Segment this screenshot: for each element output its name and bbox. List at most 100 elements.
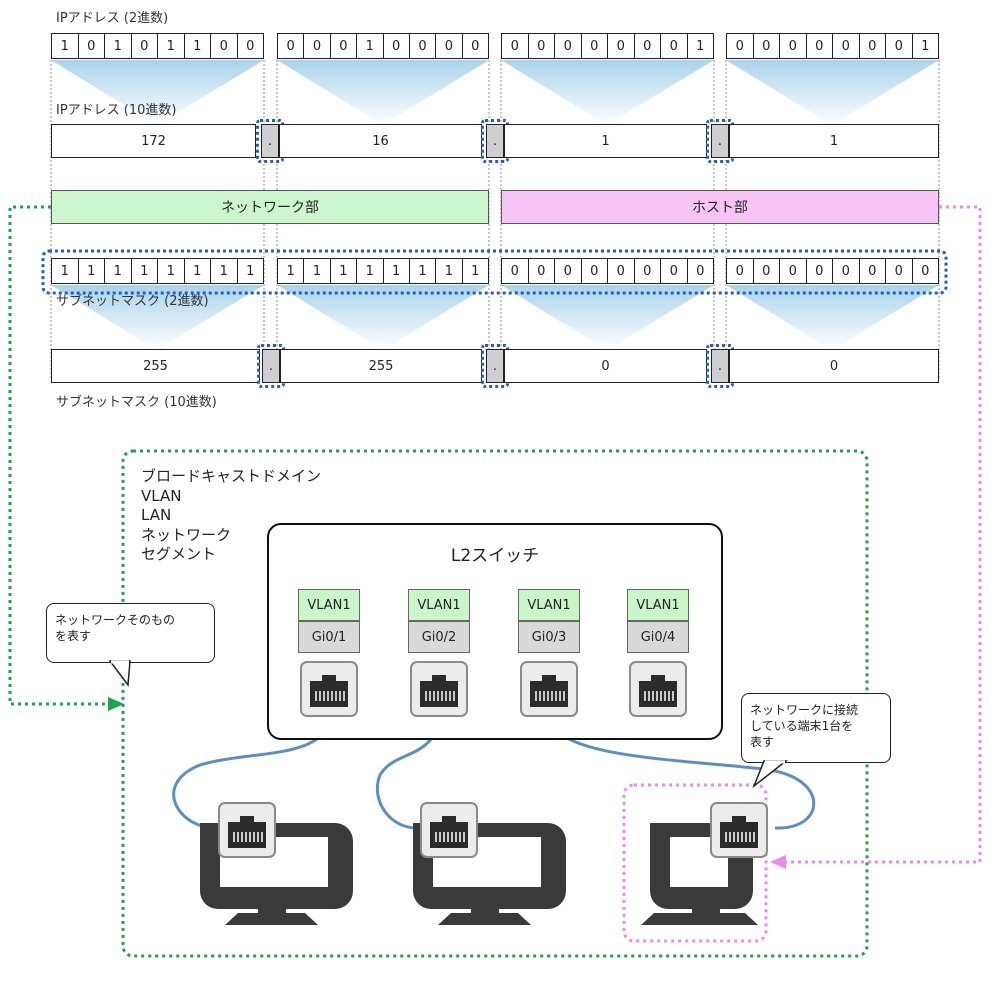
bit: 0 bbox=[79, 34, 105, 58]
bit: 0 bbox=[436, 34, 463, 58]
bit: 0 bbox=[754, 34, 780, 58]
pc-icons bbox=[200, 823, 758, 925]
bit: 1 bbox=[158, 259, 185, 283]
domain-line: ブロードキャストドメイン bbox=[141, 467, 322, 485]
network-part: ネットワーク部 bbox=[51, 190, 489, 224]
bit: 0 bbox=[331, 34, 358, 58]
host-callout: ネットワークに接続 している端末1台を 表す bbox=[741, 693, 891, 763]
bit: 1 bbox=[185, 34, 211, 58]
broadcast-domain-labels: ブロードキャストドメイン VLAN LAN ネットワーク セグメント bbox=[141, 467, 321, 565]
bit: 0 bbox=[860, 34, 886, 58]
bit: 0 bbox=[886, 34, 913, 58]
domain-line: セグメント bbox=[141, 545, 217, 563]
bit: 1 bbox=[132, 259, 158, 283]
bit: 0 bbox=[410, 34, 437, 58]
pc-nic-icon bbox=[218, 802, 276, 858]
mask-octet-2-bits: 1 1 1 1 1 1 1 1 bbox=[277, 258, 489, 284]
mask-octet-4-bits: 0 0 0 0 0 0 0 0 bbox=[726, 258, 939, 284]
bit: 1 bbox=[278, 259, 305, 283]
dot-separator: . bbox=[486, 124, 504, 158]
bit: 1 bbox=[105, 34, 132, 58]
bit: 1 bbox=[105, 259, 132, 283]
bit: 1 bbox=[304, 259, 331, 283]
pc-nic-icon bbox=[420, 802, 478, 858]
domain-line: ネットワーク bbox=[141, 525, 232, 544]
ip-octet-3-bits: 0 0 0 0 0 0 0 1 bbox=[501, 33, 714, 59]
port-1-interface: Gi0/1 bbox=[298, 621, 360, 653]
domain-line: VLAN bbox=[141, 486, 182, 505]
bit: 1 bbox=[410, 259, 437, 283]
bit: 1 bbox=[158, 34, 185, 58]
bit: 0 bbox=[384, 34, 410, 58]
rj45-port-icon bbox=[300, 661, 358, 717]
switch-title: L2スイッチ bbox=[450, 546, 540, 566]
port-4-vlan: VLAN1 bbox=[627, 589, 689, 621]
network-callout: ネットワークそのもの を表す bbox=[46, 603, 215, 663]
bit: 0 bbox=[780, 34, 807, 58]
host-callout-text: ネットワークに接続 している端末1台を 表す bbox=[750, 703, 859, 749]
mask-bits-highlight bbox=[41, 249, 948, 295]
bit: 0 bbox=[502, 259, 529, 283]
bit: 0 bbox=[608, 34, 635, 58]
bit: 0 bbox=[886, 259, 913, 283]
bit: 1 bbox=[246, 263, 255, 279]
bit: 0 bbox=[278, 34, 305, 58]
ip-decimal-label: IPアドレス (10進数) bbox=[56, 103, 177, 118]
bit: 0 bbox=[471, 38, 480, 54]
bit: 0 bbox=[754, 259, 780, 283]
ip-octet-1-decimal: 172 bbox=[51, 124, 256, 158]
pc-nic-icon bbox=[710, 802, 768, 858]
port-4-interface: Gi0/4 bbox=[627, 621, 689, 653]
bit: 0 bbox=[635, 34, 661, 58]
ip-octet-1-bits: 1 0 1 0 1 1 0 0 bbox=[51, 33, 264, 59]
ip-octet-2-decimal: 16 bbox=[279, 124, 482, 158]
domain-line: LAN bbox=[141, 506, 172, 524]
ip-conversion-triangles bbox=[51, 60, 939, 125]
bit: 0 bbox=[529, 259, 555, 283]
bit: 1 bbox=[357, 259, 384, 283]
bit: 0 bbox=[833, 34, 860, 58]
mask-octet-4-decimal: 0 bbox=[729, 349, 939, 383]
ip-octet-4-decimal: 1 bbox=[729, 124, 939, 158]
bit: 1 bbox=[696, 38, 705, 54]
bit: 1 bbox=[384, 259, 410, 283]
network-callout-tail bbox=[108, 660, 131, 688]
host-frame bbox=[622, 783, 768, 943]
bit: 0 bbox=[246, 38, 255, 54]
bit: 0 bbox=[661, 259, 688, 283]
bit: 0 bbox=[780, 259, 807, 283]
bit: 0 bbox=[807, 34, 833, 58]
dot-separator: . bbox=[261, 124, 279, 158]
bit: 0 bbox=[304, 34, 331, 58]
host-part: ホスト部 bbox=[501, 190, 939, 224]
network-connector bbox=[8, 205, 110, 706]
mask-conversion-triangles bbox=[51, 285, 939, 350]
rj45-port-icon bbox=[629, 661, 687, 717]
bit: 0 bbox=[555, 259, 582, 283]
bit: 0 bbox=[211, 34, 238, 58]
bit: 0 bbox=[661, 34, 688, 58]
dot-separator: . bbox=[711, 349, 729, 383]
bit: 0 bbox=[833, 259, 860, 283]
host-callout-tail bbox=[752, 760, 789, 789]
bit: 1 bbox=[471, 263, 480, 279]
bit: 1 bbox=[357, 34, 384, 58]
port-1-vlan: VLAN1 bbox=[298, 589, 360, 621]
bit: 0 bbox=[807, 259, 833, 283]
bit: 1 bbox=[185, 259, 211, 283]
bit: 1 bbox=[52, 34, 79, 58]
bit: 1 bbox=[921, 38, 930, 54]
bit: 0 bbox=[860, 259, 886, 283]
dot-separator: . bbox=[486, 349, 504, 383]
port-2-interface: Gi0/2 bbox=[408, 621, 470, 653]
ip-octet-3-decimal: 1 bbox=[504, 124, 707, 158]
ip-octet-2-bits: 0 0 0 1 0 0 0 0 bbox=[277, 33, 489, 59]
mask-octet-3-decimal: 0 bbox=[504, 349, 707, 383]
mask-decimal-label: サブネットマスク (10進数) bbox=[56, 395, 217, 410]
dot-separator: . bbox=[262, 349, 280, 383]
bit: 0 bbox=[529, 34, 555, 58]
bit: 0 bbox=[727, 259, 754, 283]
network-callout-text: ネットワークそのもの を表す bbox=[55, 613, 176, 643]
bit: 0 bbox=[696, 263, 705, 279]
